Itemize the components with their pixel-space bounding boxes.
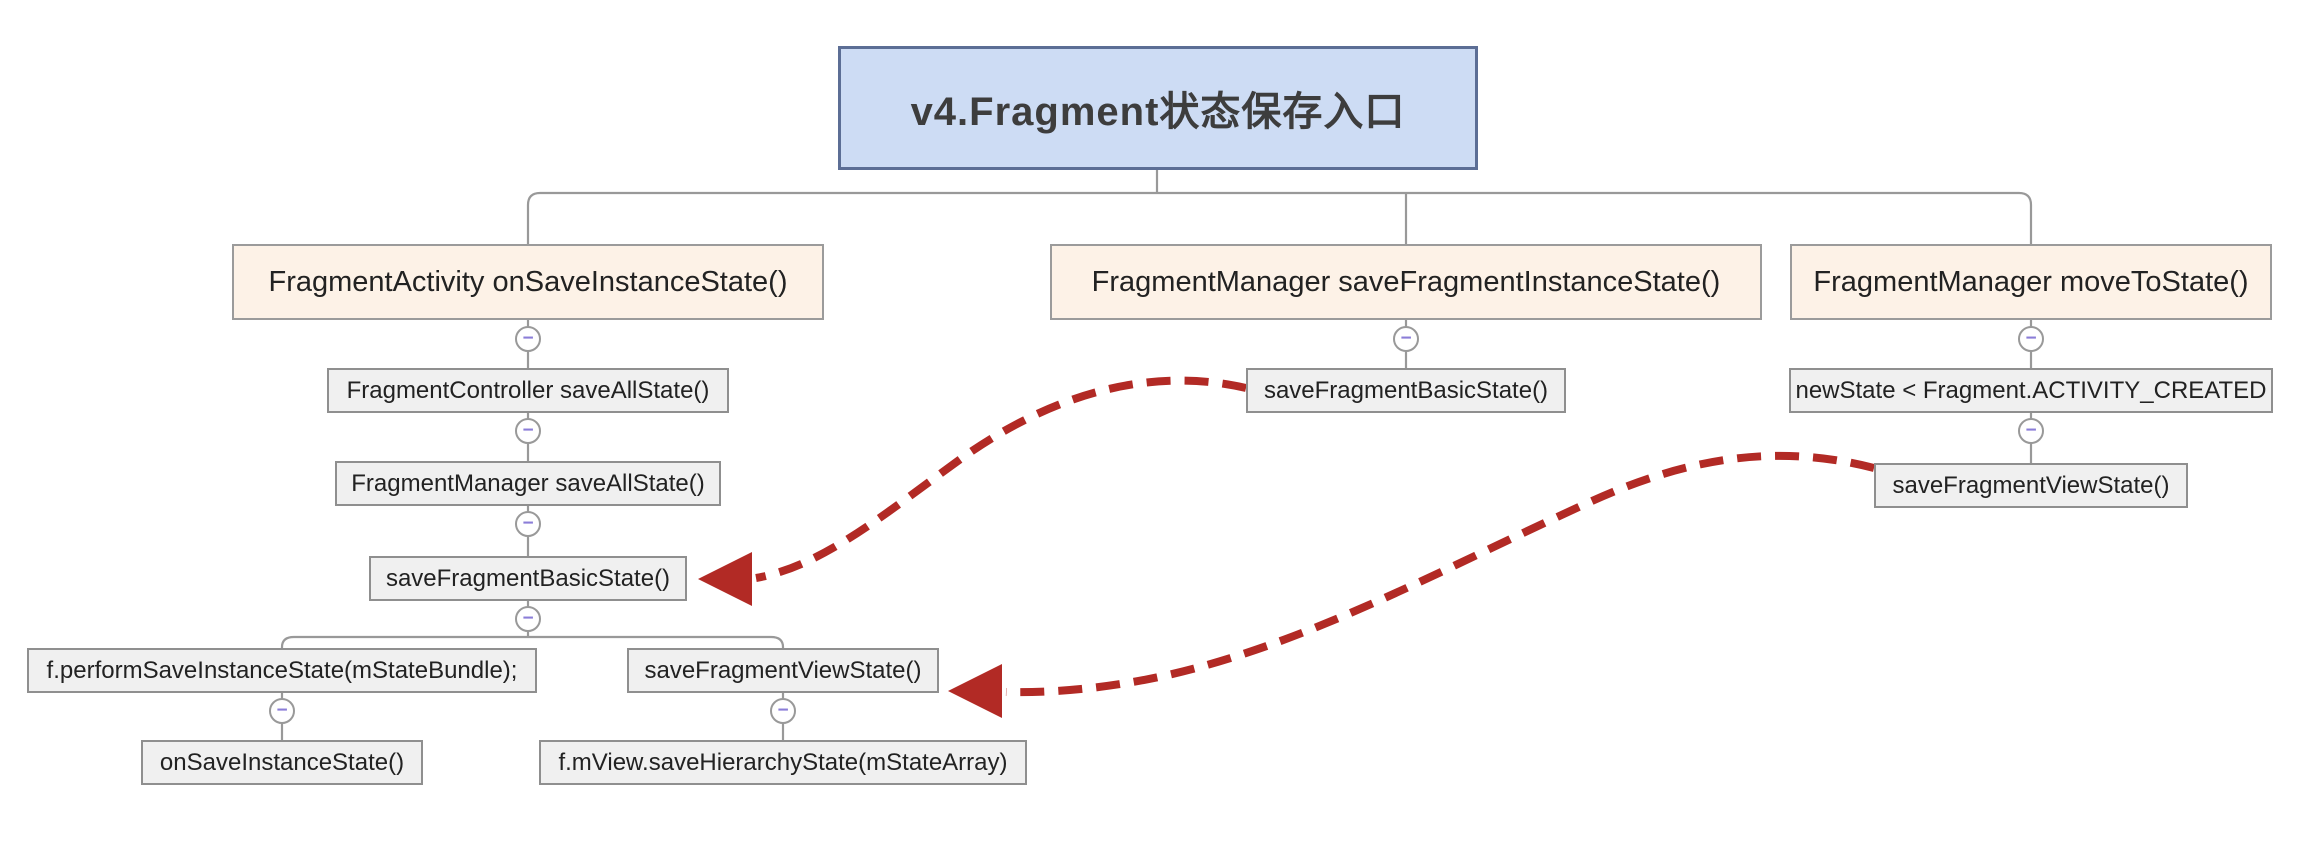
topic-savehierarchystate[interactable]: f.mView.saveHierarchyState(mStateArray)	[539, 740, 1027, 785]
topic-fragmentmanager-movetostate[interactable]: FragmentManager moveToState()	[1790, 244, 2272, 320]
topic-onsaveinstancestate[interactable]: onSaveInstanceState()	[141, 740, 423, 785]
relation-arrowhead-save-basic	[698, 552, 752, 606]
minus-icon: −	[522, 327, 534, 349]
topic-label: FragmentManager saveFragmentInstanceStat…	[1091, 265, 1721, 298]
topic-label: saveFragmentViewState()	[1892, 471, 2170, 499]
root-topic-label: v4.Fragment状态保存入口	[910, 90, 1406, 134]
collapse-button[interactable]: −	[269, 698, 295, 724]
minus-icon: −	[1400, 327, 1412, 349]
collapse-button[interactable]: −	[770, 698, 796, 724]
topic-savefragmentviewstate-right[interactable]: saveFragmentViewState()	[1874, 463, 2188, 508]
collapse-button[interactable]: −	[515, 418, 541, 444]
topic-newstate-condition[interactable]: newState < Fragment.ACTIVITY_CREATED	[1789, 368, 2273, 413]
topic-savefragmentbasicstate-mid[interactable]: saveFragmentBasicState()	[1246, 368, 1566, 413]
topic-label: FragmentActivity onSaveInstanceState()	[268, 265, 788, 298]
minus-icon: −	[522, 419, 534, 441]
collapse-button[interactable]: −	[515, 326, 541, 352]
minus-icon: −	[2025, 419, 2037, 441]
topic-label: saveFragmentBasicState()	[1263, 376, 1549, 404]
relation-arrow-save-basic	[755, 376, 1247, 582]
collapse-button[interactable]: −	[515, 606, 541, 632]
topic-label: f.performSaveInstanceState(mStateBundle)…	[46, 656, 518, 684]
topic-label: saveFragmentBasicState()	[385, 564, 671, 592]
collapse-button[interactable]: −	[2018, 326, 2044, 352]
minus-icon: −	[522, 607, 534, 629]
root-topic[interactable]: v4.Fragment状态保存入口	[838, 46, 1478, 170]
minus-icon: −	[522, 512, 534, 534]
topic-fragmentmanager-saveallstate[interactable]: FragmentManager saveAllState()	[335, 461, 721, 506]
topic-label: newState < Fragment.ACTIVITY_CREATED	[1795, 376, 2267, 404]
relation-arrowhead-save-view	[948, 664, 1002, 718]
topic-savefragmentviewstate-left[interactable]: saveFragmentViewState()	[627, 648, 939, 693]
topic-fragmentmanager-savefragmentinstancestate[interactable]: FragmentManager saveFragmentInstanceStat…	[1050, 244, 1762, 320]
topic-label: FragmentController saveAllState()	[346, 376, 710, 404]
topic-savefragmentbasicstate-left[interactable]: saveFragmentBasicState()	[369, 556, 687, 601]
topic-label: f.mView.saveHierarchyState(mStateArray)	[558, 748, 1008, 776]
tree-connector-top-rail	[526, 191, 2033, 245]
topic-label: saveFragmentViewState()	[644, 656, 922, 684]
tree-connector-sub-rail	[280, 635, 785, 648]
minus-icon: −	[276, 699, 288, 721]
topic-fragmentcontroller-saveallstate[interactable]: FragmentController saveAllState()	[327, 368, 729, 413]
minus-icon: −	[777, 699, 789, 721]
topic-label: FragmentManager moveToState()	[1813, 265, 2249, 298]
collapse-button[interactable]: −	[515, 511, 541, 537]
collapse-button[interactable]: −	[1393, 326, 1419, 352]
collapse-button[interactable]: −	[2018, 418, 2044, 444]
topic-label: FragmentManager saveAllState()	[351, 469, 705, 497]
relation-arrow-save-view	[1005, 451, 1875, 697]
topic-fragmentactivity-onsaveinstancestate[interactable]: FragmentActivity onSaveInstanceState()	[232, 244, 824, 320]
topic-performsaveinstancestate[interactable]: f.performSaveInstanceState(mStateBundle)…	[27, 648, 537, 693]
minus-icon: −	[2025, 327, 2037, 349]
topic-label: onSaveInstanceState()	[159, 748, 405, 776]
